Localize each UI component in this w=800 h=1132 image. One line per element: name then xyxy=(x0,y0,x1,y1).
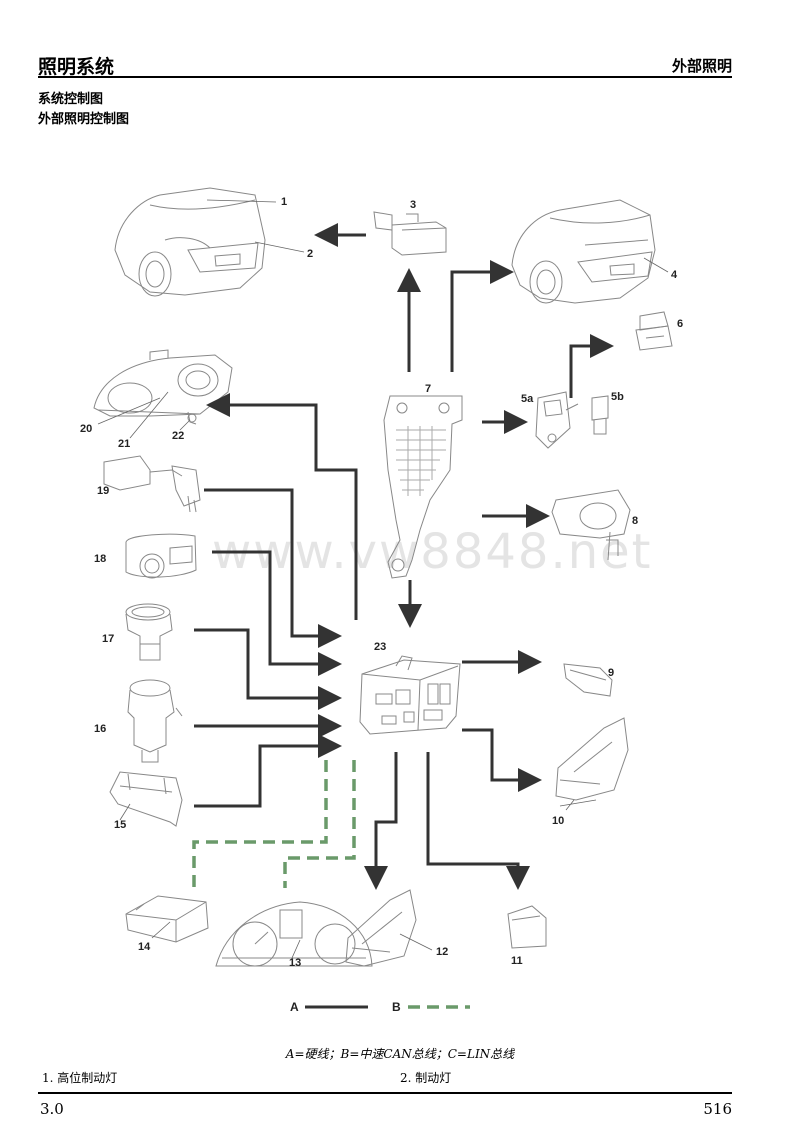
callout-22: 22 xyxy=(172,430,184,442)
callout-19: 19 xyxy=(97,485,109,497)
fog-lamp-drawing xyxy=(551,489,631,561)
watermark: www.vw8848.net xyxy=(212,524,653,580)
callout-2: 2 xyxy=(307,248,313,260)
legend-item-1: 1. 高位制动灯 xyxy=(42,1071,118,1085)
headlamp-drawing xyxy=(93,349,233,425)
stalk-switch-drawing xyxy=(103,455,201,513)
callout-1: 1 xyxy=(281,196,287,208)
footer-rule xyxy=(38,1092,732,1094)
callout-16: 16 xyxy=(94,723,106,735)
diagram-caption: A=硬线；B=中速CAN总线；C=LIN总线 xyxy=(285,1047,515,1061)
callout-10: 10 xyxy=(552,815,564,827)
rear-car-left-drawing xyxy=(114,187,266,297)
leader-lines xyxy=(97,199,669,959)
rear-lamp-10-drawing xyxy=(555,717,629,801)
callout-numbers: 1 2 3 4 5a 5b 6 7 8 9 10 11 12 13 14 15 … xyxy=(80,196,683,969)
rear-car-right-drawing xyxy=(511,199,656,304)
can-bus-connections xyxy=(192,760,356,890)
callout-14: 14 xyxy=(138,941,151,953)
legend-b-label: B xyxy=(392,1000,401,1014)
callout-20: 20 xyxy=(80,423,92,435)
legend-a-label: A xyxy=(290,1000,299,1014)
rear-lamp-12-drawing xyxy=(345,889,417,967)
callout-6: 6 xyxy=(677,318,683,330)
ignition-switch-17-drawing xyxy=(125,603,173,661)
callout-17: 17 xyxy=(102,633,114,645)
topic-title: 外部照明 xyxy=(671,57,732,75)
brake-switch-drawing xyxy=(373,211,447,256)
sensor-5a-drawing xyxy=(535,391,579,449)
callout-4: 4 xyxy=(671,269,678,281)
hardwire-connections xyxy=(194,223,614,890)
callout-23: 23 xyxy=(374,641,386,653)
callout-9: 9 xyxy=(608,667,614,679)
side-repeater-drawing xyxy=(563,663,613,697)
subtitle-system: 系统控制图 xyxy=(38,92,104,107)
header-rule xyxy=(38,76,732,78)
callout-18: 18 xyxy=(94,553,106,565)
instrument-cluster-drawing xyxy=(215,901,373,967)
callout-7: 7 xyxy=(425,383,431,395)
section-title: 照明系统 xyxy=(38,56,115,78)
callout-3: 3 xyxy=(410,199,416,211)
switch-16-drawing xyxy=(127,679,183,763)
airbag-module-drawing xyxy=(125,895,209,943)
module-6-drawing xyxy=(635,311,673,351)
sensor-5b-drawing xyxy=(591,395,609,435)
subtitle-exterior: 外部照明控制图 xyxy=(38,112,130,127)
callout-5b: 5b xyxy=(611,391,624,403)
legend-item-2: 2. 制动灯 xyxy=(400,1071,452,1085)
light-switch-drawing xyxy=(125,533,197,579)
footer-page-number: 516 xyxy=(703,1100,732,1118)
callout-8: 8 xyxy=(632,515,638,527)
callout-21: 21 xyxy=(118,438,130,450)
footer-section-number: 3.0 xyxy=(40,1100,64,1118)
callout-11: 11 xyxy=(511,955,523,967)
plate-lamp-drawing xyxy=(507,905,547,949)
callout-13: 13 xyxy=(289,957,301,969)
callout-5a: 5a xyxy=(521,393,534,405)
bcm-bracket-drawing xyxy=(383,395,463,579)
callout-15: 15 xyxy=(114,819,126,831)
legend: A B xyxy=(290,1000,470,1014)
bcm-23-drawing xyxy=(359,655,461,735)
roof-lamp-15-drawing xyxy=(109,771,183,827)
callout-12: 12 xyxy=(436,946,448,958)
